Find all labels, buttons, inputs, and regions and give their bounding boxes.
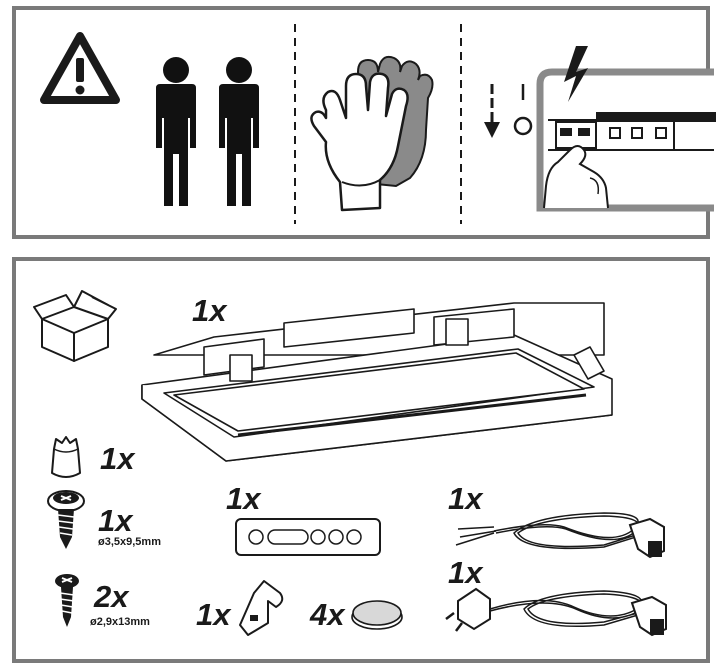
two-persons-icon xyxy=(156,57,259,206)
divider-1 xyxy=(294,24,296,224)
remote-control-icon xyxy=(235,518,381,556)
large-screw-size: ø3,5x9,5mm xyxy=(98,536,161,548)
small-screw-icon xyxy=(55,574,79,627)
cable-open-quantity: 1x xyxy=(448,481,483,516)
small-screw-quantity: 2x xyxy=(94,579,129,614)
ceiling-hood-icon xyxy=(141,302,613,462)
bracket-icon xyxy=(239,580,284,636)
large-screw-quantity: 1x xyxy=(98,503,133,538)
cap-icon xyxy=(351,600,403,630)
cable-plug-quantity: 1x xyxy=(448,555,483,590)
small-screw-size: ø2,9x13mm xyxy=(90,616,150,628)
divider-2 xyxy=(460,24,462,224)
power-off-icon xyxy=(484,84,533,138)
box-icon xyxy=(33,290,117,362)
spacer-quantity: 1x xyxy=(100,441,135,476)
cable-plug-icon xyxy=(445,587,667,637)
safety-panel xyxy=(12,6,716,239)
bracket-quantity: 1x xyxy=(196,597,231,632)
hood-quantity: 1x xyxy=(192,293,227,328)
contents-panel: 1x 1x 1x ø3,5x9,5mm xyxy=(12,257,710,663)
fuse-box-icon xyxy=(536,46,716,212)
gloves-icon xyxy=(310,55,434,212)
spacer-icon xyxy=(51,436,81,478)
remote-quantity: 1x xyxy=(226,481,261,516)
cap-quantity: 4x xyxy=(310,597,345,632)
warning-triangle-icon xyxy=(40,32,120,104)
cable-open-ends-icon xyxy=(455,512,665,559)
large-screw-icon xyxy=(47,490,85,549)
